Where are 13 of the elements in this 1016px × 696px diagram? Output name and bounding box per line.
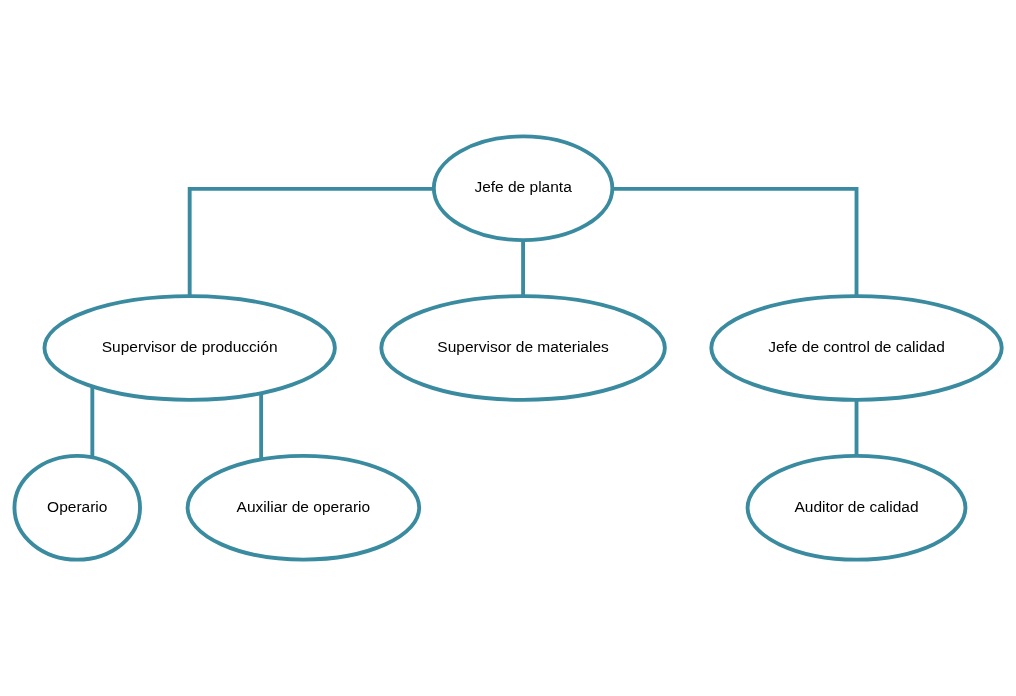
connector bbox=[521, 240, 526, 296]
connector bbox=[259, 393, 264, 459]
node-ellipse: Operario bbox=[12, 453, 142, 562]
node-ellipse: Supervisor de producción bbox=[42, 294, 337, 402]
connector bbox=[90, 387, 95, 457]
connector bbox=[187, 187, 434, 296]
connector bbox=[612, 187, 859, 296]
node-ellipse: Jefe de planta bbox=[431, 134, 615, 242]
node-ellipse: Auxiliar de operario bbox=[185, 453, 422, 562]
node-ellipse: Jefe de control de calidad bbox=[709, 294, 1004, 402]
connector bbox=[854, 400, 859, 456]
node-ellipse: Auditor de calidad bbox=[745, 453, 968, 562]
node-ellipse: Supervisor de materiales bbox=[379, 294, 667, 402]
